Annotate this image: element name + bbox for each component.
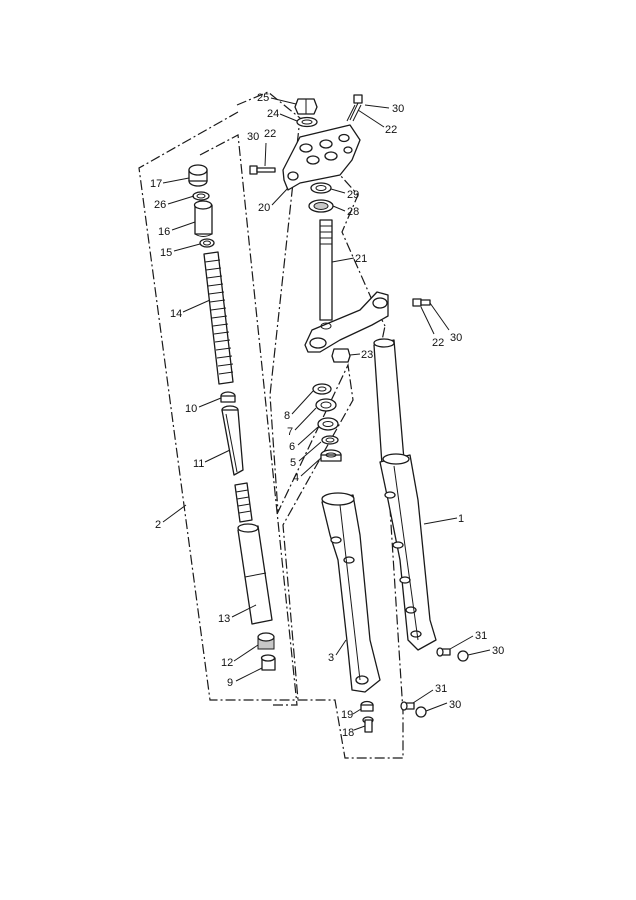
callout-14: 14 xyxy=(170,308,182,320)
callout-24: 24 xyxy=(267,108,279,120)
damper-group-outline xyxy=(236,91,354,701)
stem-21 xyxy=(319,219,333,321)
callout-26: 26 xyxy=(154,199,166,211)
callout-15: 15 xyxy=(160,247,172,259)
damper-rod-11 xyxy=(221,405,244,476)
callout-6: 6 xyxy=(289,441,295,453)
callout-4: 4 xyxy=(293,472,299,484)
bolt-22-top-right xyxy=(346,94,363,122)
callout-30-mid: 30 xyxy=(492,645,504,657)
bush-4 xyxy=(320,449,342,462)
inner-slider-3 xyxy=(321,492,381,693)
spring-14 xyxy=(203,251,234,385)
callout-17: 17 xyxy=(150,178,162,190)
collar-12 xyxy=(257,632,275,650)
outer-tube-1 xyxy=(373,338,437,651)
callout-11: 11 xyxy=(193,458,204,470)
cap-9 xyxy=(260,654,276,671)
callout-29: 29 xyxy=(347,189,359,201)
bolt-22-right xyxy=(412,298,431,307)
callout-18: 18 xyxy=(342,727,354,739)
spacer-tube-16 xyxy=(193,200,213,237)
ring-10 xyxy=(220,391,236,403)
callout-20: 20 xyxy=(258,202,270,214)
top-yoke-20 xyxy=(282,124,361,191)
callout-19: 19 xyxy=(341,709,353,721)
callout-30-right: 30 xyxy=(450,332,462,344)
callout-1: 1 xyxy=(458,513,464,525)
callout-5: 5 xyxy=(290,457,296,469)
washer-30-bottom xyxy=(415,706,427,718)
callout-31-bottom: 31 xyxy=(435,683,447,695)
callout-28: 28 xyxy=(347,206,359,218)
bolt-22-top-left xyxy=(249,165,276,175)
washer-26 xyxy=(192,191,210,201)
callout-10: 10 xyxy=(185,403,197,415)
callout-30-left: 30 xyxy=(247,131,259,143)
callout-7: 7 xyxy=(287,426,293,438)
washer-24 xyxy=(296,116,318,128)
leader-lines xyxy=(162,97,491,731)
callout-16: 16 xyxy=(158,226,170,238)
washer-15 xyxy=(199,238,215,248)
nut-25 xyxy=(294,98,318,115)
callout-13: 13 xyxy=(218,613,230,625)
callout-31-mid: 31 xyxy=(475,630,487,642)
callout-22-right: 22 xyxy=(432,337,444,349)
bolt-18 xyxy=(362,716,374,733)
callout-23: 23 xyxy=(361,349,373,361)
callout-21: 21 xyxy=(355,253,367,265)
callout-3: 3 xyxy=(328,652,334,664)
callout-12: 12 xyxy=(221,657,233,669)
callout-8: 8 xyxy=(284,410,290,422)
callout-22-top: 22 xyxy=(385,124,397,136)
ring-6 xyxy=(317,417,339,431)
nut-23 xyxy=(331,348,351,363)
bearing-29 xyxy=(310,182,332,194)
bolt-31-bottom xyxy=(400,701,415,711)
callout-30-bottom: 30 xyxy=(449,699,461,711)
callout-30-top: 30 xyxy=(392,103,404,115)
inner-group-outline xyxy=(199,134,298,706)
callout-22-left: 22 xyxy=(264,128,276,140)
bottom-yoke xyxy=(304,291,389,353)
callout-25: 25 xyxy=(257,92,269,104)
top-cap-17 xyxy=(188,164,208,187)
bolt-31-mid xyxy=(436,647,451,657)
fork-internals-group-outline xyxy=(138,111,404,759)
rebound-spring xyxy=(234,482,253,523)
seal-8 xyxy=(312,383,332,395)
cap-19 xyxy=(360,700,374,712)
washer-30-mid xyxy=(457,650,469,662)
callout-2: 2 xyxy=(155,519,161,531)
tube-13 xyxy=(237,523,273,625)
callout-9: 9 xyxy=(227,677,233,689)
bearing-28 xyxy=(308,199,334,213)
seal-7 xyxy=(315,398,337,412)
bush-5 xyxy=(321,435,339,445)
